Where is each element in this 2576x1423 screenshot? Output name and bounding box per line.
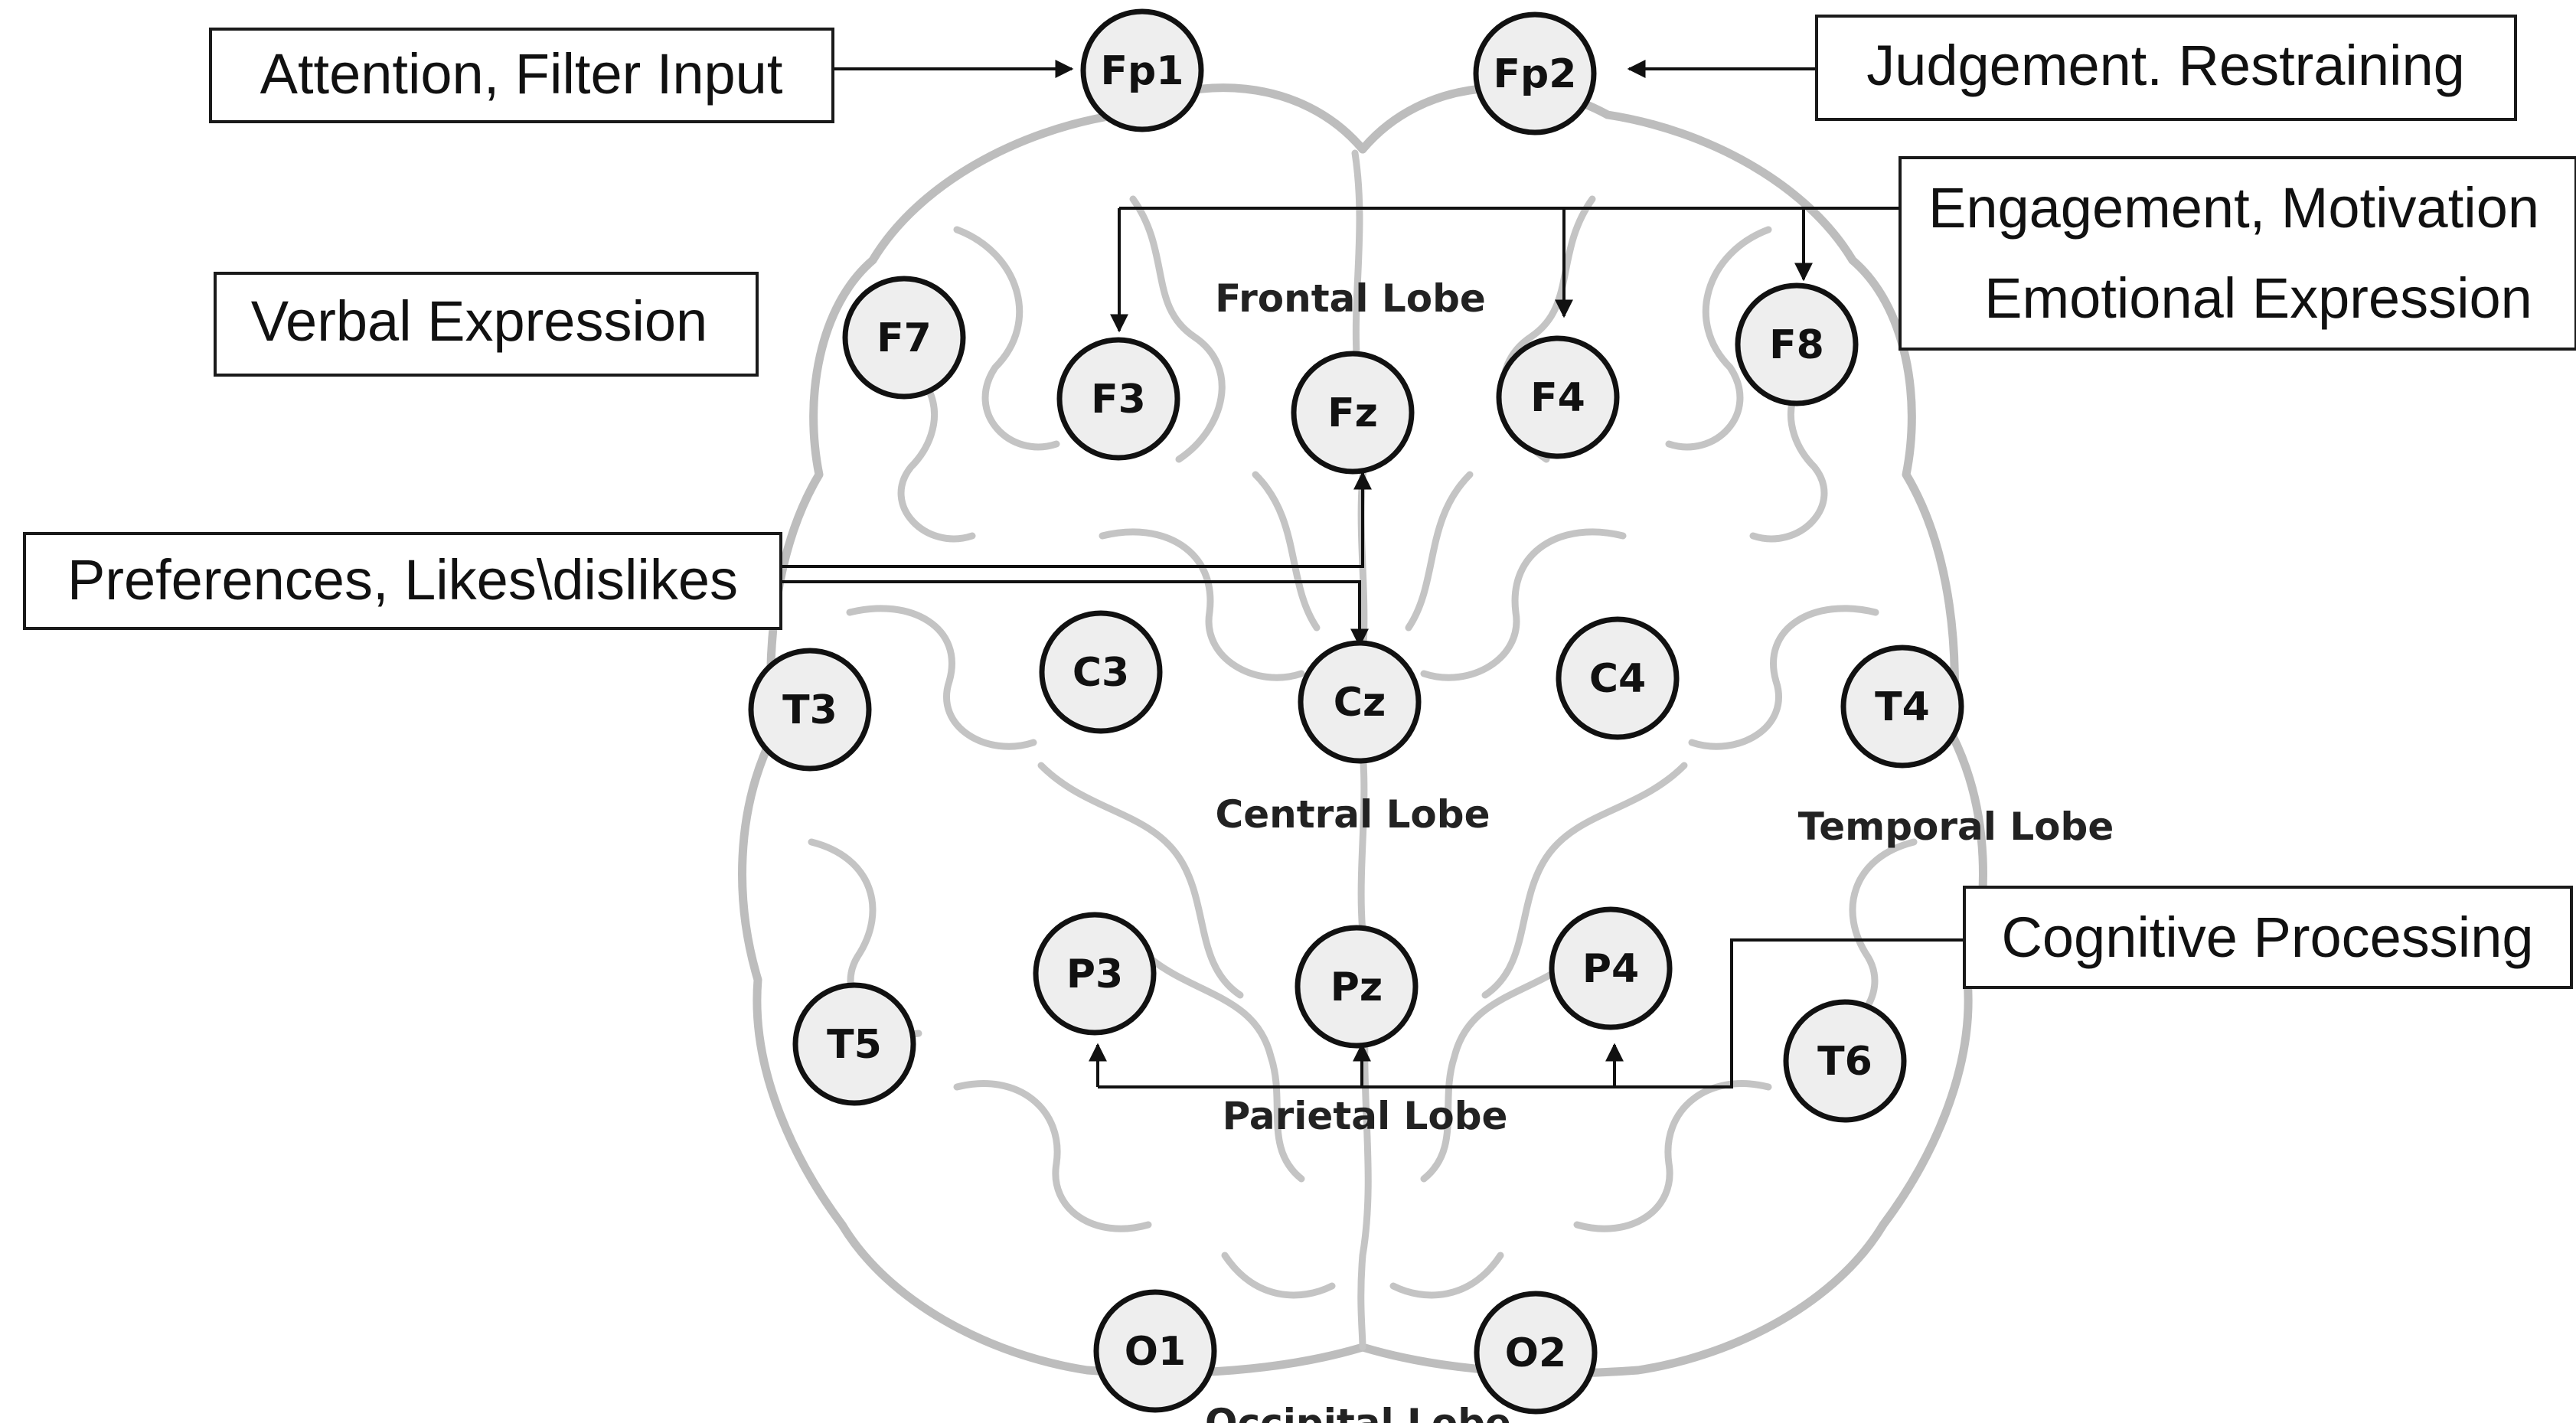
electrode-p3: P3	[1033, 912, 1157, 1036]
electrode-label: C3	[1073, 650, 1129, 696]
function-label-cognitive: Cognitive Processing	[2001, 906, 2533, 969]
electrode-label: P3	[1066, 951, 1123, 997]
electrode-label: F7	[877, 315, 932, 361]
function-box-cognitive: Cognitive Processing	[1963, 886, 2573, 989]
lobe-label-frontal: Frontal Lobe	[1215, 276, 1486, 321]
electrode-f3: F3	[1056, 337, 1180, 461]
electrode-label: Cz	[1334, 680, 1386, 726]
electrode-fp1: Fp1	[1080, 8, 1204, 132]
connector-preferences-fz	[781, 471, 1372, 568]
electrode-label: T5	[827, 1022, 882, 1068]
connector-preferences-cz	[781, 580, 1369, 648]
electrode-t4: T4	[1840, 645, 1964, 769]
lobe-label-parietal: Parietal Lobe	[1223, 1094, 1508, 1138]
electrode-label: Fz	[1327, 390, 1378, 436]
electrode-c4: C4	[1556, 616, 1680, 740]
electrode-pz: Pz	[1295, 925, 1419, 1049]
electrode-t5: T5	[792, 982, 916, 1106]
electrode-label: O2	[1505, 1330, 1566, 1376]
electrode-o1: O1	[1093, 1289, 1217, 1413]
electrode-f8: F8	[1735, 282, 1859, 406]
electrode-c3: C3	[1039, 610, 1163, 734]
electrode-label: F3	[1091, 377, 1146, 423]
function-box-attention: Attention, Filter Input	[209, 28, 834, 123]
electrode-label: F4	[1530, 375, 1585, 421]
function-label-judgement: Judgement. Restraining	[1866, 34, 2465, 97]
connector-cognitive-bus	[1098, 938, 1964, 1088]
electrode-t3: T3	[748, 648, 872, 772]
electrode-cz: Cz	[1298, 640, 1422, 764]
function-box-engagement: Engagement, Motivation Emotional Express…	[1899, 156, 2576, 351]
lobe-label-temporal: Temporal Lobe	[1798, 805, 2114, 849]
electrode-f4: F4	[1496, 335, 1620, 459]
function-label-engagement-line1: Engagement, Motivation	[1928, 176, 2539, 240]
function-label-engagement-line2: Emotional Expression	[1984, 266, 2532, 330]
electrode-label: Fp1	[1101, 48, 1184, 94]
function-box-preferences: Preferences, Likes\dislikes	[23, 532, 782, 630]
lobe-label-central: Central Lobe	[1216, 792, 1490, 837]
electrode-t6: T6	[1783, 999, 1907, 1123]
electrode-fp2: Fp2	[1473, 11, 1597, 135]
function-label-attention: Attention, Filter Input	[260, 42, 783, 106]
brain-illustration	[738, 83, 1987, 1378]
electrode-label: O1	[1125, 1329, 1186, 1375]
function-label-preferences: Preferences, Likes\dislikes	[67, 548, 738, 612]
function-box-verbal: Verbal Expression	[214, 272, 759, 377]
electrode-f7: F7	[842, 276, 966, 400]
lobe-label-occipital: Occipital Lobe	[1205, 1401, 1511, 1423]
electrode-label: T6	[1817, 1039, 1872, 1085]
electrode-label: T4	[1875, 684, 1930, 730]
function-label-verbal: Verbal Expression	[251, 289, 707, 353]
electrode-label: P4	[1582, 946, 1639, 992]
electrode-label: T3	[782, 687, 837, 733]
electrode-label: F8	[1769, 322, 1824, 368]
connectors	[781, 60, 1964, 1088]
function-box-judgement: Judgement. Restraining	[1815, 15, 2517, 121]
electrode-fz: Fz	[1291, 351, 1415, 475]
electrode-label: Fp2	[1494, 51, 1577, 97]
electrode-label: Pz	[1330, 964, 1383, 1010]
electrode-o2: O2	[1474, 1291, 1598, 1415]
electrode-p4: P4	[1549, 906, 1673, 1030]
electrode-label: C4	[1589, 656, 1646, 702]
